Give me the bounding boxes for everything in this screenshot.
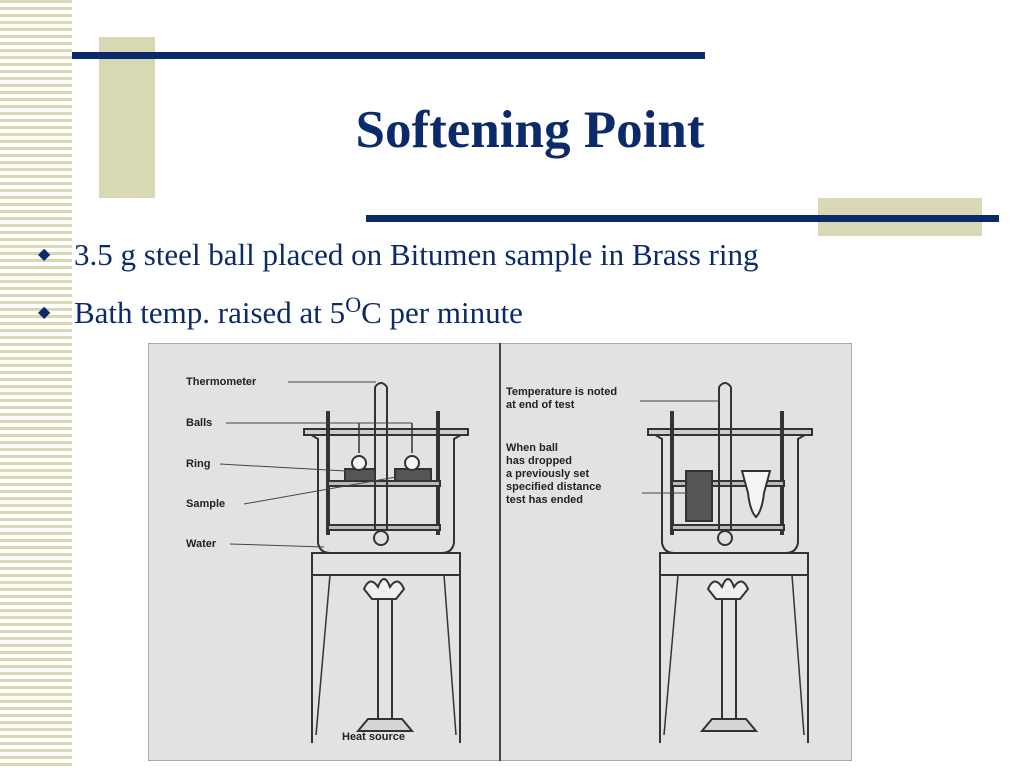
burner-stand-legs (315, 574, 457, 736)
diamond-bullet-icon: ◆ (38, 304, 51, 321)
olive-accent-block-top (99, 37, 155, 198)
navy-rule-bottom (366, 215, 999, 222)
right-labels: Temperature is noted at end of test When… (506, 386, 617, 506)
bullet-item: ◆ Bath temp. raised at 5OC per minute (38, 290, 758, 348)
sagged-sample (685, 470, 713, 522)
left-labels: Thermometer Balls Ring Sample Water Heat… (186, 376, 405, 743)
label-ball-line3: a previously set (506, 468, 589, 480)
decorative-stripe-bar (0, 0, 72, 768)
right-label-leaders (640, 400, 720, 494)
navy-rule-top (72, 52, 705, 59)
thermometer (374, 382, 388, 531)
diamond-bullet-icon: ◆ (38, 246, 51, 263)
label-temperature-line1: Temperature is noted (506, 386, 617, 398)
label-ring: Ring (186, 458, 210, 470)
label-ball-line1: When ball (506, 442, 558, 454)
left-label-leaders (219, 381, 412, 548)
burner-stand-top (311, 552, 461, 576)
burner-stand-top (659, 552, 809, 576)
steel-ball (351, 455, 367, 471)
steel-ball (404, 455, 420, 471)
bullet-list: ◆ 3.5 g steel ball placed on Bitumen sam… (38, 232, 758, 348)
degree-superscript: O (345, 292, 362, 317)
label-ball-line4: specified distance (506, 481, 601, 493)
burner-stand-legs (663, 574, 805, 736)
label-water: Water (186, 538, 217, 550)
label-ball-line2: has dropped (506, 455, 572, 467)
leader-line (219, 463, 347, 472)
leader-line (229, 543, 325, 548)
label-sample: Sample (186, 498, 225, 510)
bullet-text: 3.5 g steel ball placed on Bitumen sampl… (74, 237, 759, 272)
apparatus-after-test (647, 382, 813, 743)
label-thermometer: Thermometer (186, 376, 257, 388)
burner-stand-sides (659, 575, 809, 743)
burner-stand-sides (311, 575, 461, 743)
apparatus-before-test (303, 382, 469, 743)
thermometer (718, 382, 732, 531)
burner-tube (721, 598, 737, 720)
ring-plate (327, 480, 441, 487)
softening-point-apparatus-diagram: Thermometer Balls Ring Sample Water Heat… (148, 343, 852, 761)
base-plate (327, 524, 441, 531)
leader-line (243, 476, 397, 505)
label-balls: Balls (186, 417, 212, 429)
sagged-sample-ball (740, 470, 772, 519)
bullet-text-before: Bath temp. raised at 5 (74, 295, 346, 330)
burner-base (699, 718, 759, 732)
base-plate (671, 524, 785, 531)
label-heat-source: Heat source (342, 731, 405, 743)
slide-title: Softening Point (355, 101, 705, 159)
label-ball-line5: test has ended (506, 494, 583, 506)
burner-tube (377, 598, 393, 720)
label-temperature-line2: at end of test (506, 399, 575, 411)
flame (706, 578, 750, 600)
bullet-text-after: C per minute (361, 295, 523, 330)
ring-plate (671, 480, 785, 487)
thermometer-bulb (373, 530, 389, 546)
flame (362, 578, 406, 600)
bullet-item: ◆ 3.5 g steel ball placed on Bitumen sam… (38, 232, 758, 290)
thermometer-bulb (717, 530, 733, 546)
burner-base (355, 718, 415, 732)
